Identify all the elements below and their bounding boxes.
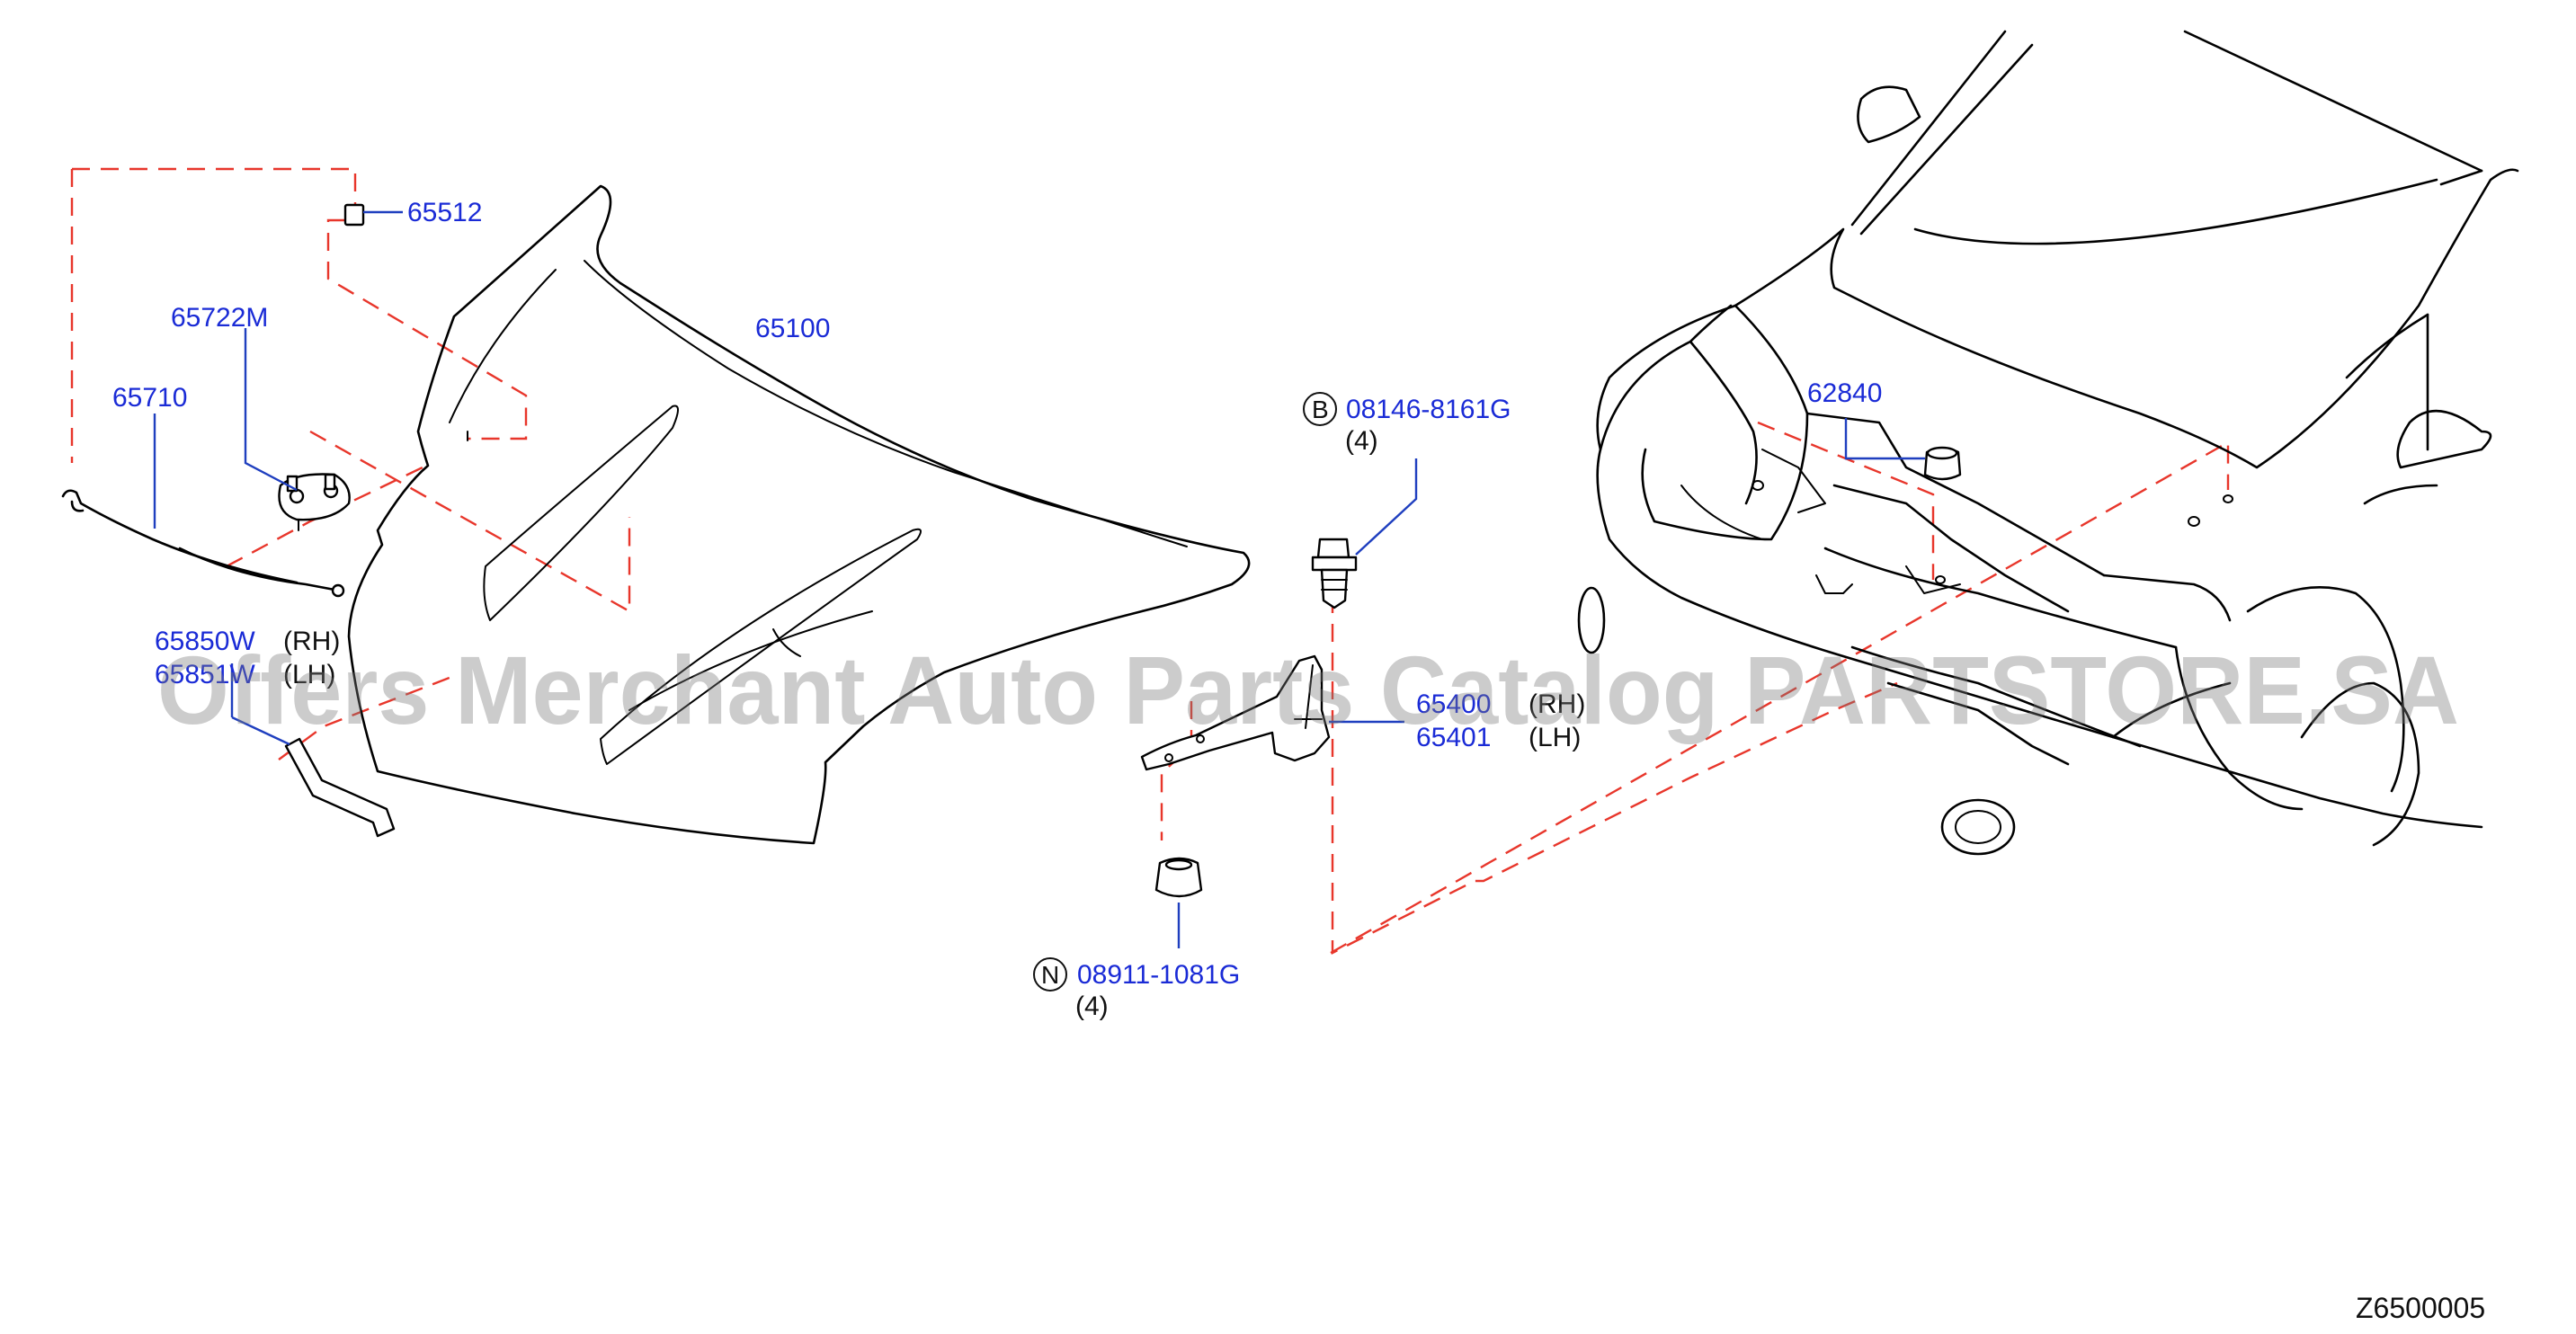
bolt-symbol-circle xyxy=(1303,392,1337,426)
label-62840[interactable]: 62840 xyxy=(1807,378,1882,408)
label-08146-8161g[interactable]: 08146-8161G xyxy=(1346,395,1511,424)
watermark-text: Offers Merchant Auto Parts Catalog PARTS… xyxy=(157,636,2459,744)
clip-65512-part xyxy=(343,203,403,227)
note-lh-hinge: (LH) xyxy=(1529,723,1581,752)
label-65512[interactable]: 65512 xyxy=(407,198,482,227)
label-65722m[interactable]: 65722M xyxy=(171,303,268,333)
note-rh-stay: (RH) xyxy=(283,627,340,656)
part-number-labels: 65512 65722M 65710 65100 65850W 65851W 6… xyxy=(112,198,1882,1021)
vehicle-front-view xyxy=(1577,30,2519,856)
qty-bolt: (4) xyxy=(1345,426,1378,456)
release-cable-65710-part xyxy=(61,414,345,598)
hood-lock-65722m-part xyxy=(244,328,351,531)
label-65710[interactable]: 65710 xyxy=(112,383,187,413)
hood-panel xyxy=(347,184,1251,845)
label-65851w[interactable]: 65851W xyxy=(155,660,255,689)
bolt-08146-part xyxy=(1311,458,1418,609)
label-65850w[interactable]: 65850W xyxy=(155,627,255,656)
nut-symbol: N xyxy=(1041,961,1059,989)
label-08911-1081g[interactable]: 08911-1081G xyxy=(1077,960,1240,990)
label-65401[interactable]: 65401 xyxy=(1416,723,1491,752)
note-lh-stay: (LH) xyxy=(283,660,335,689)
nut-08911-part xyxy=(1154,857,1203,948)
label-65100[interactable]: 65100 xyxy=(755,314,830,343)
dashed-guide-lines xyxy=(70,167,2230,955)
bolt-symbol: B xyxy=(1312,396,1329,423)
nut-symbol-circle xyxy=(1033,957,1067,992)
qty-nut: (4) xyxy=(1075,992,1109,1021)
hood-hinge-65400-part xyxy=(1140,654,1404,771)
seal-62840-part xyxy=(1844,418,1962,481)
diagram-code: Z6500005 xyxy=(2356,1292,2485,1324)
note-rh-hinge: (RH) xyxy=(1529,689,1585,719)
label-65400[interactable]: 65400 xyxy=(1416,689,1491,719)
hood-stay-65850w-part xyxy=(230,663,396,838)
